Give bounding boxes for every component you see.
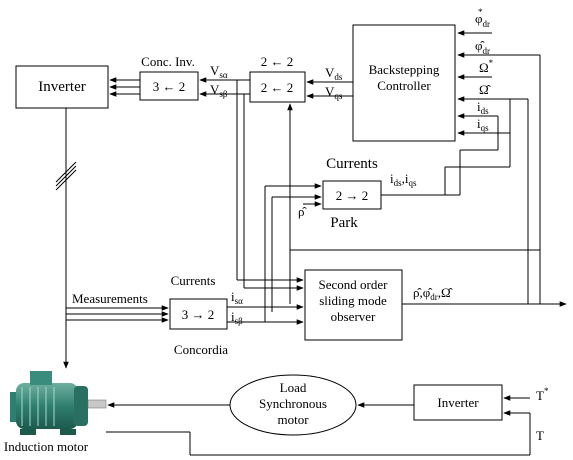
v-qs-label: Vqs <box>325 84 343 101</box>
inverter-top-label: Inverter <box>38 79 85 95</box>
v-ds-label: Vds <box>325 65 343 82</box>
park-block <box>322 180 382 210</box>
controller-label-line2: Controller <box>377 78 431 93</box>
i-ds-input-label: ids <box>477 99 489 116</box>
omega-hat-label: Ω̂ <box>479 82 492 97</box>
conc-inv-label: 3 ← 2 <box>153 79 186 94</box>
observer-block <box>304 269 403 341</box>
estimates-label: ρ̂,φ̂dr,Ω̂ <box>413 285 454 302</box>
concordia-block <box>169 298 228 330</box>
park-caption: Park <box>330 215 358 231</box>
phi-dr-ref-label: φdr* <box>475 7 490 29</box>
concordia-block-label: 3 → 2 <box>182 307 215 322</box>
i-sbeta-label: isβ <box>231 309 243 326</box>
currents-bottom-label: Currents <box>171 273 216 288</box>
i-salpha-label: isα <box>231 289 243 306</box>
park-inv-label: 2 ← 2 <box>261 80 294 95</box>
park-block-label: 2 → 2 <box>336 188 369 203</box>
voltage-to-observer-wires <box>236 80 304 291</box>
i-qs-input-label: iqs <box>477 116 489 133</box>
v-sbeta-label: Vsβ <box>210 82 228 99</box>
concordia-output-wires <box>227 304 304 325</box>
load-loop-wires <box>106 395 531 456</box>
i-ds-qs-label: ids,iqs <box>390 171 417 188</box>
motor-caption: Induction motor <box>4 439 89 454</box>
observer-label-line1: Second order <box>319 277 389 292</box>
observer-output-wires <box>287 103 567 307</box>
rho-hat-label: ρ̂ <box>298 204 307 219</box>
load-label-line2: Synchronous <box>259 396 327 411</box>
load-label-line1: Load <box>280 380 307 395</box>
phi-dr-hat-label: φ̂dr <box>475 38 490 56</box>
conc-inv-block <box>139 71 199 101</box>
inverter-top-block <box>15 65 109 109</box>
load-label-line3: motor <box>277 412 309 427</box>
t-ref-label: T* <box>536 386 549 403</box>
backstepping-controller-block <box>352 24 456 142</box>
inverter-bottom-label: Inverter <box>437 395 479 410</box>
valpha-vbeta-wires <box>199 77 250 97</box>
omega-ref-label: Ω* <box>479 58 494 75</box>
inverter-bottom-block <box>413 384 503 421</box>
measurement-wires <box>66 305 169 323</box>
park-inv-title: 2 ← 2 <box>261 54 294 69</box>
v-salpha-label: Vsα <box>210 63 228 80</box>
controller-input-wires <box>445 30 541 304</box>
concordia-caption: Concordia <box>174 342 228 357</box>
measurements-label: Measurements <box>72 291 148 306</box>
induction-motor-icon <box>10 371 107 435</box>
vds-vqs-wires <box>306 79 353 99</box>
park-inv-block <box>249 71 306 103</box>
observer-label-line2: sliding mode <box>319 293 387 308</box>
park-block-wires <box>264 150 461 322</box>
conc-inv-title: Conc. Inv. <box>141 54 195 69</box>
observer-label-line3: observer <box>331 309 376 324</box>
t-label: T <box>536 428 544 443</box>
currents-top-label: Currents <box>326 156 378 172</box>
inverter-to-motor-wire <box>55 108 77 369</box>
conc-to-inverter-wires <box>109 77 140 97</box>
controller-label-line1: Backstepping <box>369 62 440 77</box>
